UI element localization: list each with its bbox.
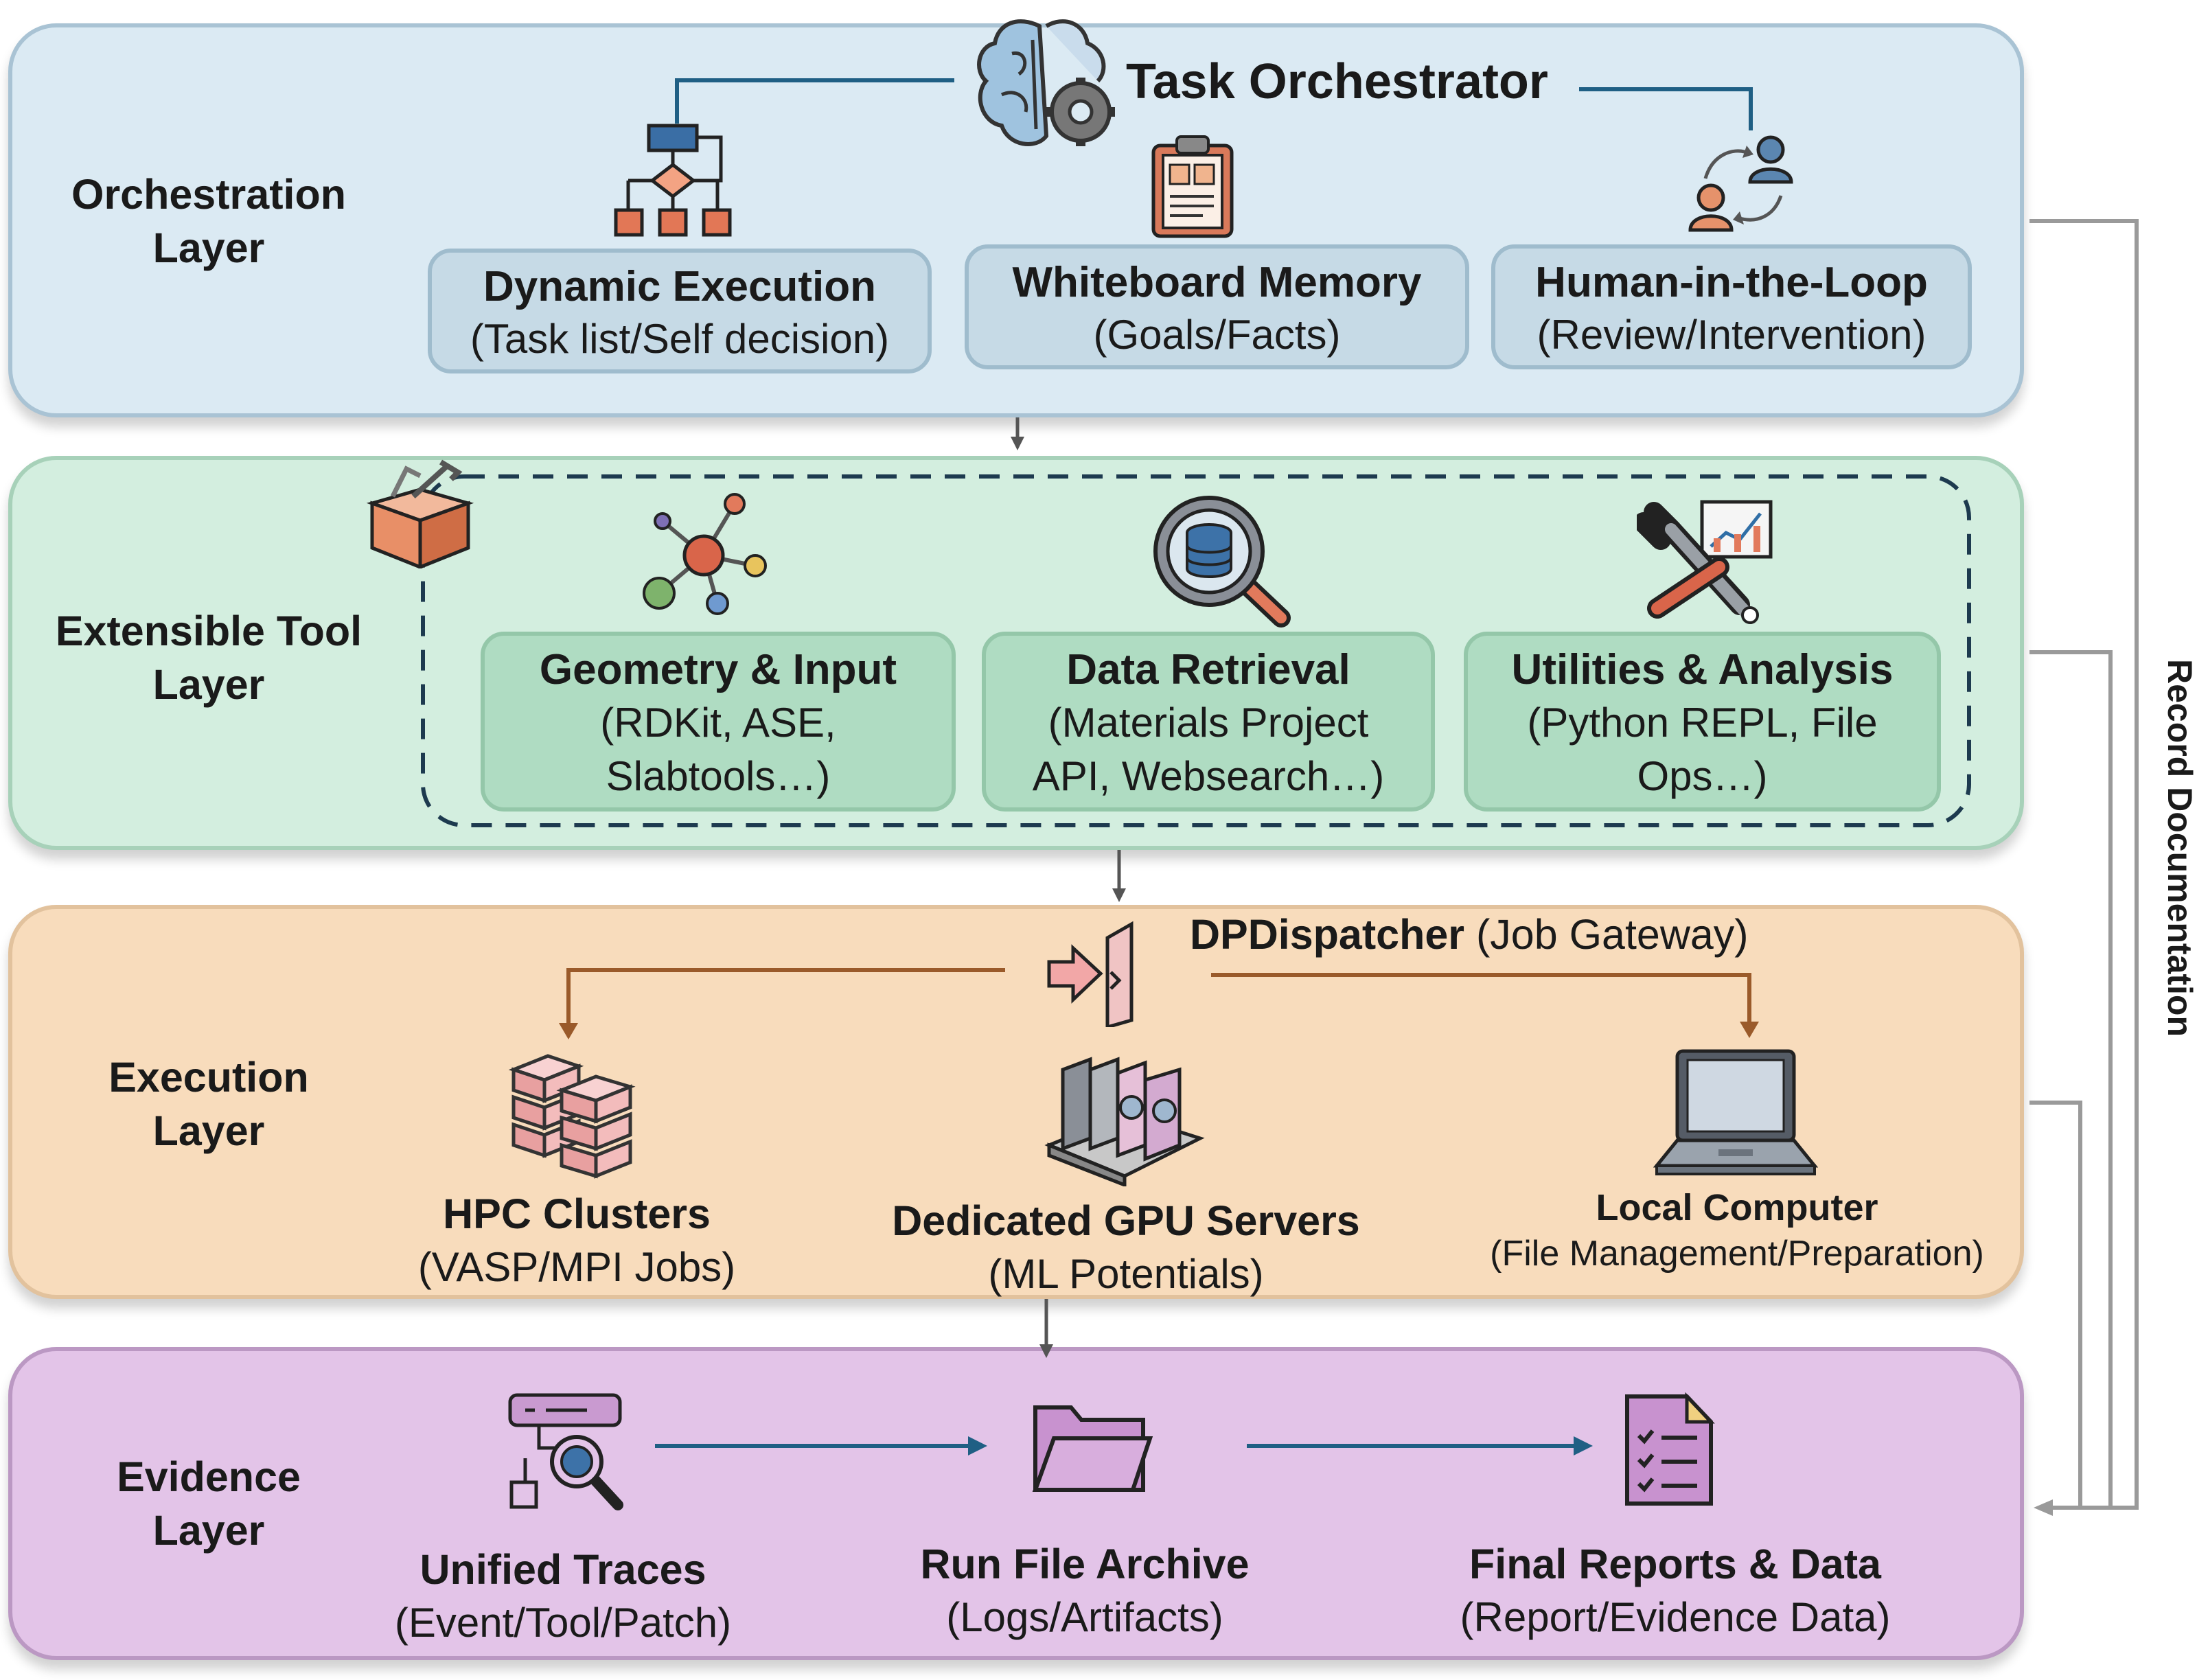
hpc-clusters-subtitle: (VASP/MPI Jobs) xyxy=(417,1244,736,1290)
dynamic-execution-subtitle: (Task list/Self decision) xyxy=(470,316,890,362)
record-connectors xyxy=(2029,219,2139,1510)
utilities-analysis-subtitle: (Python REPL, File Ops…) xyxy=(1527,700,1878,799)
dynamic-execution-title: Dynamic Execution xyxy=(483,263,876,310)
gateway-arrow-icon xyxy=(1047,921,1134,1027)
whiteboard-memory-subtitle: (Goals/Facts) xyxy=(1093,312,1341,358)
extensible-tool-layer-label: Extensible Tool Layer xyxy=(55,608,363,708)
dynamic-execution-box: Dynamic Execution (Task list/Self decisi… xyxy=(428,249,932,373)
data-retrieval-title: Data Retrieval xyxy=(1066,646,1350,693)
human-in-the-loop-title: Human-in-the-Loop xyxy=(1535,259,1928,306)
flowchart-icon xyxy=(614,124,732,237)
geometry-input-subtitle: (RDKit, ASE, Slabtools…) xyxy=(600,700,836,799)
toolbox-icon xyxy=(366,459,474,568)
users-exchange-icon xyxy=(1688,135,1793,232)
report-icon xyxy=(1625,1392,1715,1506)
human-in-the-loop-subtitle: (Review/Intervention) xyxy=(1537,312,1926,358)
local-computer-title: Local Computer xyxy=(1596,1187,1878,1228)
clipboard-icon xyxy=(1151,135,1234,238)
gpu-icon xyxy=(1044,1057,1205,1186)
brain-gear-icon xyxy=(977,19,1115,146)
server-stack-icon xyxy=(508,1054,636,1179)
hpc-clusters-title: HPC Clusters xyxy=(443,1190,711,1237)
geometry-input-title: Geometry & Input xyxy=(539,646,897,693)
task-orchestrator-title: Task Orchestrator xyxy=(1126,54,1548,109)
job-gateway-note: (Job Gateway) xyxy=(1475,911,1749,958)
dpdispatcher-label: DPDispatcher (Job Gateway) xyxy=(1190,910,1749,958)
whiteboard-memory-box: Whiteboard Memory (Goals/Facts) xyxy=(965,244,1469,369)
orchestration-layer-label: Orchestration Layer xyxy=(71,171,346,271)
final-reports-subtitle: (Report/Evidence Data) xyxy=(1460,1594,1891,1640)
record-documentation-label: Record Documentation xyxy=(2161,658,2197,1037)
data-retrieval-subtitle: (Materials Project API, Websearch…) xyxy=(1032,700,1385,799)
run-file-archive-title: Run File Archive xyxy=(920,1541,1250,1587)
run-file-archive-subtitle: (Logs/Artifacts) xyxy=(946,1594,1223,1640)
gpu-servers-subtitle: (ML Potentials) xyxy=(988,1251,1264,1297)
local-computer-subtitle: (File Management/Preparation) xyxy=(1490,1234,1984,1274)
laptop-icon xyxy=(1653,1049,1818,1175)
geometry-input-box: Geometry & Input (RDKit, ASE, Slabtools…… xyxy=(481,632,956,812)
database-search-icon xyxy=(1153,496,1291,628)
human-in-the-loop-box: Human-in-the-Loop (Review/Intervention) xyxy=(1491,244,1972,369)
utilities-analysis-box: Utilities & Analysis (Python REPL, File … xyxy=(1464,632,1941,812)
data-retrieval-box: Data Retrieval (Materials Project API, W… xyxy=(982,632,1435,812)
final-reports-title: Final Reports & Data xyxy=(1469,1541,1881,1587)
dpdispatcher-name: DPDispatcher xyxy=(1190,911,1465,958)
execution-layer-label: Execution Layer xyxy=(108,1054,309,1154)
trace-search-icon xyxy=(508,1393,623,1510)
folder-icon xyxy=(1032,1405,1153,1492)
evidence-layer-label: Evidence Layer xyxy=(117,1453,301,1554)
wrench-chart-icon xyxy=(1637,500,1773,624)
gpu-servers-title: Dedicated GPU Servers xyxy=(892,1197,1360,1244)
whiteboard-memory-title: Whiteboard Memory xyxy=(1012,259,1422,306)
unified-traces-subtitle: (Event/Tool/Patch) xyxy=(394,1600,732,1646)
molecule-icon xyxy=(643,493,767,615)
utilities-analysis-title: Utilities & Analysis xyxy=(1511,646,1894,693)
unified-traces-title: Unified Traces xyxy=(419,1546,706,1593)
